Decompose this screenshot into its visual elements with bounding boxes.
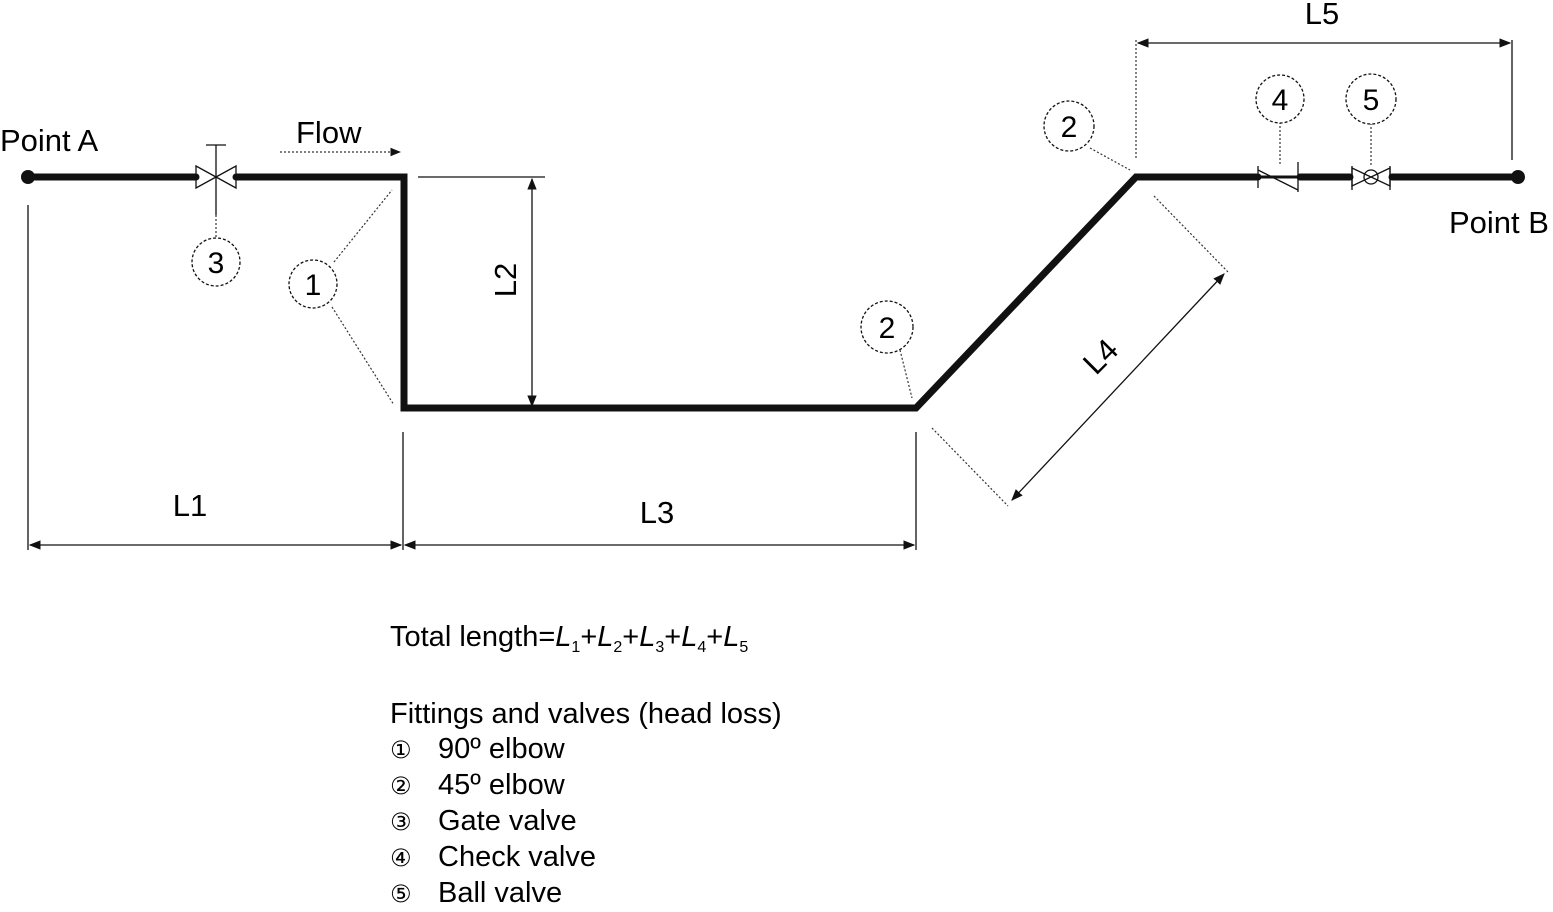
- legend-item-label: 90º elbow: [438, 733, 565, 765]
- callout-4-number: 4: [1272, 84, 1289, 117]
- point-a-end-cap: [21, 170, 35, 184]
- legend: Total length=L1+L2+L3+L4+L5 Fittings and…: [390, 620, 782, 912]
- callout-1: 1: [288, 259, 338, 309]
- legend-item-marker: ①: [390, 736, 412, 764]
- point-b-end-cap: [1511, 170, 1525, 184]
- callout-5-number: 5: [1363, 84, 1380, 117]
- callout-2-upper: 2: [1043, 100, 1095, 152]
- callout-4: 4: [1255, 74, 1305, 124]
- length-term-subscript: 2: [613, 639, 623, 656]
- pipe-run: [21, 170, 1525, 412]
- dim-l2-label: L2: [488, 263, 523, 297]
- plus-sign: +: [664, 621, 682, 653]
- legend-item-marker: ②: [390, 772, 412, 800]
- legend-item-label: Check valve: [438, 841, 596, 873]
- length-term: L: [555, 621, 572, 653]
- total-length-prefix: Total length=: [390, 621, 556, 653]
- legend-item-marker: ③: [390, 808, 412, 836]
- callout-5: 5: [1345, 73, 1397, 125]
- dimension-lines: [28, 38, 1512, 550]
- point-b-label: Point B: [1449, 205, 1549, 240]
- total-length-formula: Total length=L1+L2+L3+L4+L5: [390, 620, 782, 665]
- plus-sign: +: [580, 621, 598, 653]
- length-term: L: [639, 621, 656, 653]
- legend-item-label: Ball valve: [438, 877, 563, 909]
- length-term: L: [723, 621, 740, 653]
- dim-l4-line: [1011, 273, 1225, 501]
- plus-sign: +: [622, 621, 640, 653]
- dim-l4-label: L4: [1076, 332, 1125, 381]
- dim-l3-label: L3: [640, 495, 674, 530]
- legend-item-label: 45º elbow: [438, 769, 565, 801]
- check-valve-symbol: [1257, 162, 1299, 192]
- plus-sign: +: [706, 621, 724, 653]
- length-term: L: [597, 621, 614, 653]
- ball-valve-symbol: [1351, 166, 1391, 190]
- callout-3: 3: [191, 237, 241, 287]
- length-term: L: [681, 621, 698, 653]
- legend-item-label: Gate valve: [438, 805, 577, 837]
- legend-item: ① 90º elbow: [390, 732, 782, 768]
- legend-heading: Fittings and valves (head loss): [390, 698, 782, 730]
- flow-label: Flow: [296, 115, 362, 150]
- length-term-subscript: 4: [697, 639, 707, 656]
- gate-valve-symbol: [195, 144, 237, 215]
- callout-3-number: 3: [208, 247, 225, 280]
- legend-item: ④ Check valve: [390, 840, 782, 876]
- callout-2-upper-number: 2: [1061, 111, 1078, 144]
- callout-2-lower: 2: [860, 300, 914, 354]
- length-term-subscript: 1: [571, 639, 581, 656]
- callout-1-number: 1: [305, 269, 322, 302]
- legend-items: ① 90º elbow ② 45º elbow ③ Gate valve ④ Check va…: [390, 732, 782, 912]
- legend-item: ② 45º elbow: [390, 768, 782, 804]
- dim-l5-label: L5: [1305, 0, 1339, 31]
- dim-l1-label: L1: [173, 488, 207, 523]
- extension-lines: [27, 40, 1513, 550]
- callout-2-lower-number: 2: [879, 312, 896, 345]
- legend-item: ③ Gate valve: [390, 804, 782, 840]
- total-length-terms: L1+L2+L3+L4+L5: [555, 621, 749, 656]
- point-a-label: Point A: [0, 123, 99, 158]
- legend-item-marker: ④: [390, 844, 412, 872]
- length-term-subscript: 5: [739, 639, 749, 656]
- leader-lines: [215, 122, 1372, 406]
- length-term-subscript: 3: [655, 639, 665, 656]
